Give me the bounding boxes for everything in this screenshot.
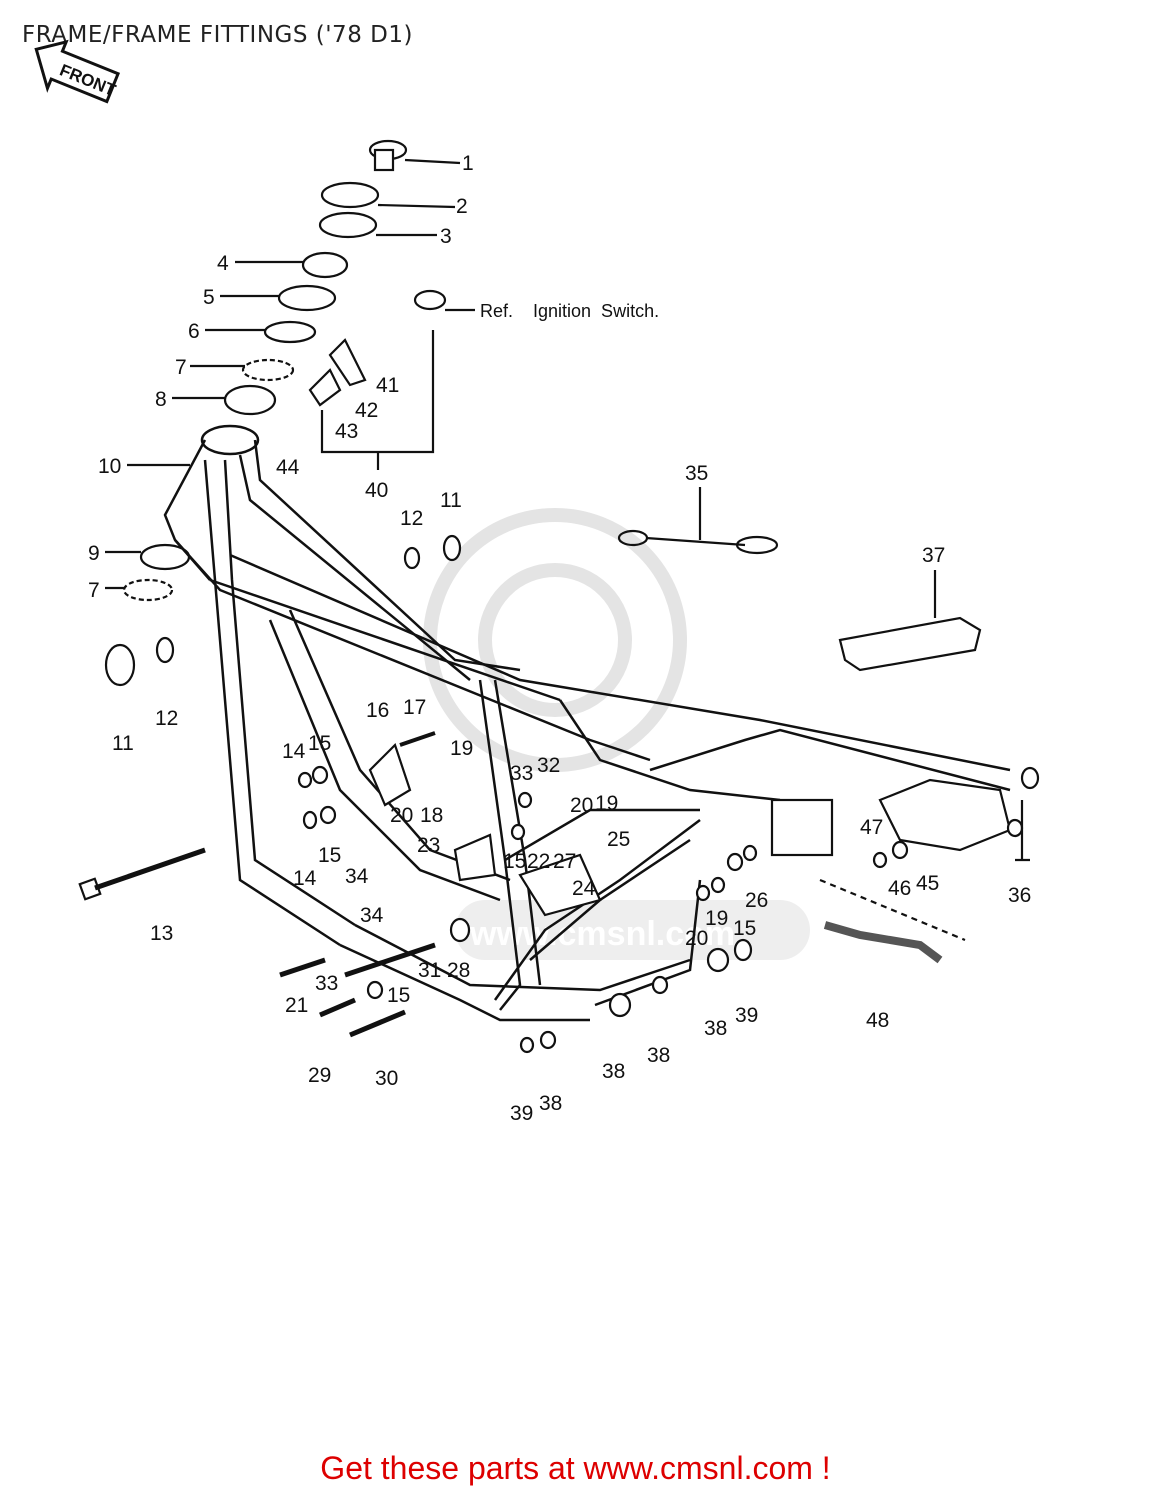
bolt-31-icon: [344, 942, 436, 978]
callout-22: 22: [527, 850, 550, 873]
rear-bracket-icon: [878, 778, 1012, 852]
callout-32: 32: [537, 754, 560, 777]
callout-20b: 20: [570, 794, 593, 817]
callout-36: 36: [1008, 884, 1031, 907]
callout-41: 41: [376, 374, 399, 397]
washer-2-icon: [320, 181, 380, 209]
callout-9: 9: [88, 542, 100, 565]
callout-47: 47: [860, 816, 883, 839]
bracket-26-icon: [770, 798, 834, 857]
pad-37-icon: [838, 616, 982, 672]
callout-39b: 39: [735, 1004, 758, 1027]
cone-5-icon: [277, 284, 337, 312]
callout-10: 10: [98, 455, 121, 478]
race-6-icon: [263, 320, 317, 344]
callout-15: 15: [308, 732, 331, 755]
plate-16-icon: [368, 742, 412, 807]
bolt-17-icon: [399, 731, 436, 747]
plate-23-icon: [453, 833, 497, 882]
callout-34: 34: [345, 865, 369, 888]
callout-11: 11: [112, 732, 134, 755]
callout-5: 5: [203, 286, 215, 309]
page-title: FRAME/FRAME FITTINGS ('78 D1): [22, 22, 413, 48]
callout-numbers: 1 2 3 4 5 6 7 8 10 9 7 11 12 12 11 41 42…: [88, 152, 1031, 1125]
callout-33: 33: [510, 762, 533, 785]
bolt-30-icon: [349, 1009, 406, 1038]
callout-15c: 15: [318, 844, 341, 867]
nut-4-icon: [301, 251, 349, 279]
bearing-7b-icon: [122, 578, 174, 602]
switch-plate-43-icon: [328, 338, 367, 387]
bearing-7-icon: [241, 358, 295, 382]
callout-46: 46: [888, 877, 911, 900]
callout-25: 25: [607, 828, 630, 851]
reference-note: Ref. Ignition Switch.: [480, 301, 659, 321]
callout-19: 19: [450, 737, 473, 760]
footer-link[interactable]: Get these parts at www.cmsnl.com !: [320, 1450, 831, 1486]
callout-12b: 12: [400, 507, 423, 530]
callout-13: 13: [150, 922, 173, 945]
race-8-icon: [223, 384, 277, 416]
callout-8: 8: [155, 388, 167, 411]
callout-38: 38: [539, 1092, 562, 1115]
callout-20c: 20: [685, 927, 708, 950]
switch-body-44-icon: [308, 368, 342, 407]
callout-21: 21: [285, 994, 308, 1017]
cable-48-icon: [823, 921, 943, 964]
ignition-switch-icon: [413, 289, 447, 311]
callout-28: 28: [447, 959, 470, 982]
callout-30: 30: [375, 1067, 398, 1090]
callout-15d: 15: [387, 984, 410, 1007]
plate-24-icon: [518, 853, 602, 917]
callout-19b: 19: [595, 792, 618, 815]
callout-31: 31: [418, 959, 441, 982]
stem-nut-icon: [368, 139, 408, 172]
callout-37: 37: [922, 544, 945, 567]
callout-26: 26: [745, 889, 768, 912]
callout-23: 23: [417, 834, 440, 857]
callout-11b: 11: [440, 489, 462, 512]
bolt-13-icon: [78, 847, 206, 901]
bolt-21-icon: [279, 957, 326, 978]
callout-2: 2: [456, 195, 468, 218]
callout-15b: 15: [503, 850, 526, 873]
callout-44: 44: [276, 456, 300, 479]
callout-39: 39: [510, 1102, 533, 1125]
callout-14b: 14: [293, 867, 317, 890]
washer-3-icon: [318, 211, 378, 239]
callout-14: 14: [282, 740, 306, 763]
callout-6: 6: [188, 320, 200, 343]
callout-17: 17: [403, 696, 426, 719]
callout-16: 16: [366, 699, 389, 722]
callout-7: 7: [175, 356, 187, 379]
callout-43: 43: [335, 420, 358, 443]
callout-45: 45: [916, 872, 939, 895]
callout-4: 4: [217, 252, 229, 275]
callout-48: 48: [866, 1009, 889, 1032]
callout-20: 20: [390, 804, 413, 827]
bolt-29-icon: [319, 997, 356, 1018]
callout-38b: 38: [602, 1060, 625, 1083]
callout-3: 3: [440, 225, 452, 248]
front-arrow-icon: FRONT: [34, 39, 121, 104]
callout-38c: 38: [647, 1044, 670, 1067]
strap-35-icon: [617, 487, 779, 555]
callout-27: 27: [553, 850, 576, 873]
callout-19c: 19: [705, 907, 728, 930]
callout-33b: 33: [315, 972, 338, 995]
callout-29: 29: [308, 1064, 331, 1087]
callout-24: 24: [572, 877, 596, 900]
callout-18: 18: [420, 804, 443, 827]
callout-40: 40: [365, 479, 388, 502]
callout-7b: 7: [88, 579, 100, 602]
callout-35: 35: [685, 462, 708, 485]
callout-1: 1: [462, 152, 474, 175]
callout-15e: 15: [733, 917, 756, 940]
callout-12: 12: [155, 707, 178, 730]
callout-38d: 38: [704, 1017, 727, 1040]
callout-34b: 34: [360, 904, 384, 927]
callout-42: 42: [355, 399, 378, 422]
